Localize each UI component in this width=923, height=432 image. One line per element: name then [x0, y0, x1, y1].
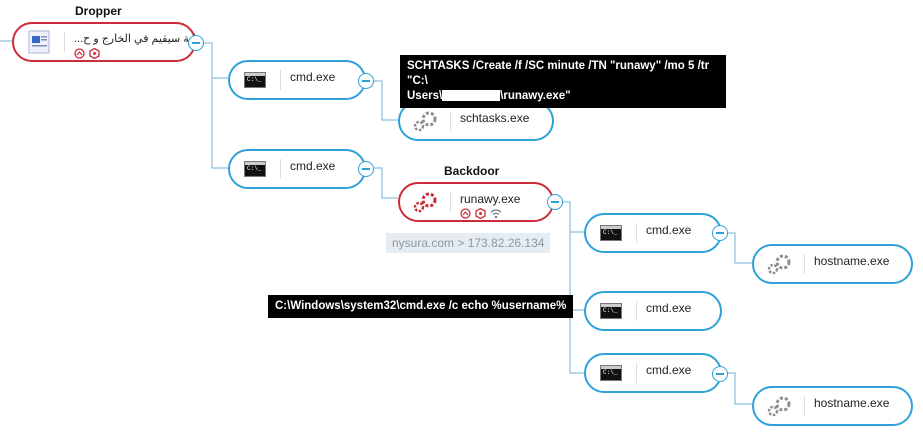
node-separator: [804, 254, 805, 274]
dropper-title: Dropper: [75, 4, 122, 18]
cmd-node-5[interactable]: C:\_ cmd.exe: [584, 353, 722, 393]
schtasks-command-suffix: \runawy.exe": [500, 90, 571, 102]
cmd-node-1[interactable]: C:\_ cmd.exe: [228, 60, 366, 100]
schtasks-label: schtasks.exe: [460, 111, 530, 125]
node-separator: [804, 396, 805, 416]
cmd-2-collapse-toggle[interactable]: [358, 161, 374, 177]
document-icon: [14, 24, 64, 60]
cmd-5-collapse-toggle[interactable]: [712, 366, 728, 382]
terminal-icon: C:\_: [586, 215, 636, 251]
dropper-label: ...هلية سيقيم في الخارج و ح: [74, 33, 202, 45]
node-separator: [280, 159, 281, 179]
network-connection-label: nysura.com > 173.82.26.134: [386, 233, 551, 253]
dropper-node[interactable]: ...هلية سيقيم في الخارج و ح: [12, 22, 202, 62]
runawy-collapse-toggle[interactable]: [547, 194, 563, 210]
node-separator: [450, 192, 451, 212]
schtasks-command-line-2: Users\ \runawy.exe": [407, 89, 719, 104]
node-separator: [636, 301, 637, 321]
cmd-node-4[interactable]: C:\_ cmd.exe: [584, 291, 722, 331]
cmd-node-3[interactable]: C:\_ cmd.exe: [584, 213, 722, 253]
cmd-1-collapse-toggle[interactable]: [358, 73, 374, 89]
network-wifi-icon: [490, 209, 502, 219]
alert-speed-icon: [74, 48, 85, 59]
dropper-collapse-toggle[interactable]: [188, 35, 204, 51]
schtasks-command-line-1: SCHTASKS /Create /f /SC minute /TN "runa…: [407, 60, 710, 87]
hostname-node-2[interactable]: hostname.exe: [752, 386, 913, 426]
terminal-icon: C:\_: [586, 355, 636, 391]
cmd-2-label: cmd.exe: [290, 159, 336, 173]
threat-hexagon-icon: [89, 48, 100, 59]
gears-icon: [754, 246, 804, 282]
terminal-icon: C:\_: [586, 293, 636, 329]
node-separator: [636, 363, 637, 383]
runawy-badges: [460, 208, 502, 219]
terminal-icon: C:\_: [230, 62, 280, 98]
cmd-3-collapse-toggle[interactable]: [712, 225, 728, 241]
echo-command-tooltip: C:\Windows\system32\cmd.exe /c echo %use…: [268, 295, 574, 318]
node-separator: [64, 32, 65, 52]
backdoor-title: Backdoor: [444, 164, 500, 178]
dropper-badges: [74, 48, 100, 59]
redacted-username: [442, 90, 501, 102]
cmd-5-label: cmd.exe: [646, 363, 692, 377]
alert-speed-icon: [460, 208, 471, 219]
runawy-node[interactable]: runawy.exe: [398, 182, 554, 222]
hostname-node-1[interactable]: hostname.exe: [752, 244, 913, 284]
threat-hexagon-icon: [475, 208, 486, 219]
cmd-node-2[interactable]: C:\_ cmd.exe: [228, 149, 366, 189]
red-gears-icon: [400, 184, 450, 220]
schtasks-command-tooltip: SCHTASKS /Create /f /SC minute /TN "runa…: [400, 55, 726, 108]
cmd-4-label: cmd.exe: [646, 301, 692, 315]
cmd-1-label: cmd.exe: [290, 70, 336, 84]
terminal-icon: C:\_: [230, 151, 280, 187]
hostname-2-label: hostname.exe: [814, 396, 890, 410]
node-separator: [636, 223, 637, 243]
node-separator: [280, 70, 281, 90]
schtasks-command-prefix: Users\: [407, 90, 443, 102]
runawy-label: runawy.exe: [460, 192, 521, 206]
gears-icon: [754, 388, 804, 424]
gears-icon: [400, 103, 450, 139]
hostname-1-label: hostname.exe: [814, 254, 890, 268]
cmd-3-label: cmd.exe: [646, 223, 692, 237]
node-separator: [450, 111, 451, 131]
